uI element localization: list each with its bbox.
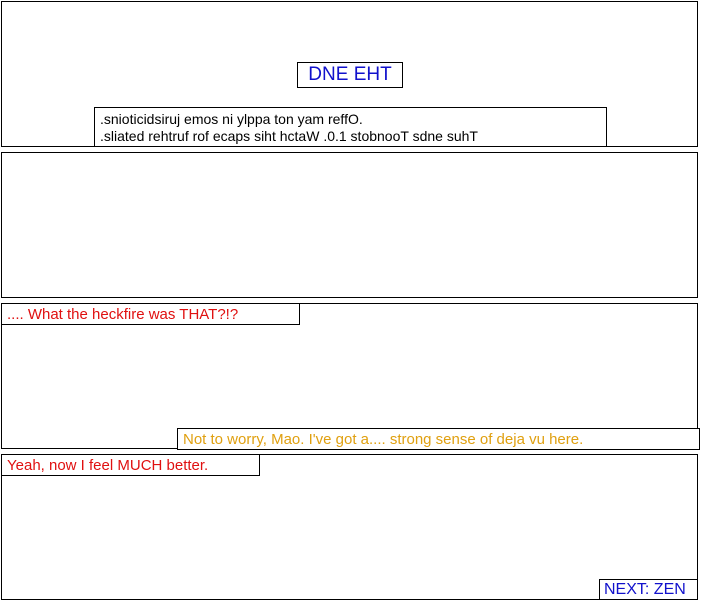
- comic-panel-4: Yeah, now I feel MUCH better.: [1, 454, 698, 600]
- notice-caption: .snioticidsiruj emos ni ylppa ton yam re…: [94, 107, 607, 147]
- speech-caption-reply: Not to worry, Mao. I've got a.... strong…: [177, 428, 700, 450]
- comic-panel-3: .... What the heckfire was THAT?!? Not t…: [1, 303, 700, 450]
- next-link[interactable]: NEXT: ZEN: [599, 579, 698, 600]
- speech-caption-better: Yeah, now I feel MUCH better.: [1, 454, 260, 476]
- notice-line-1: .snioticidsiruj emos ni ylppa ton yam re…: [100, 111, 363, 127]
- notice-line-2: .sliated rehtruf rof ecaps siht hctaW .0…: [100, 128, 478, 144]
- comic-panel-2: [1, 152, 698, 298]
- title-caption: DNE EHT: [297, 62, 403, 88]
- speech-caption-mao: .... What the heckfire was THAT?!?: [1, 303, 300, 325]
